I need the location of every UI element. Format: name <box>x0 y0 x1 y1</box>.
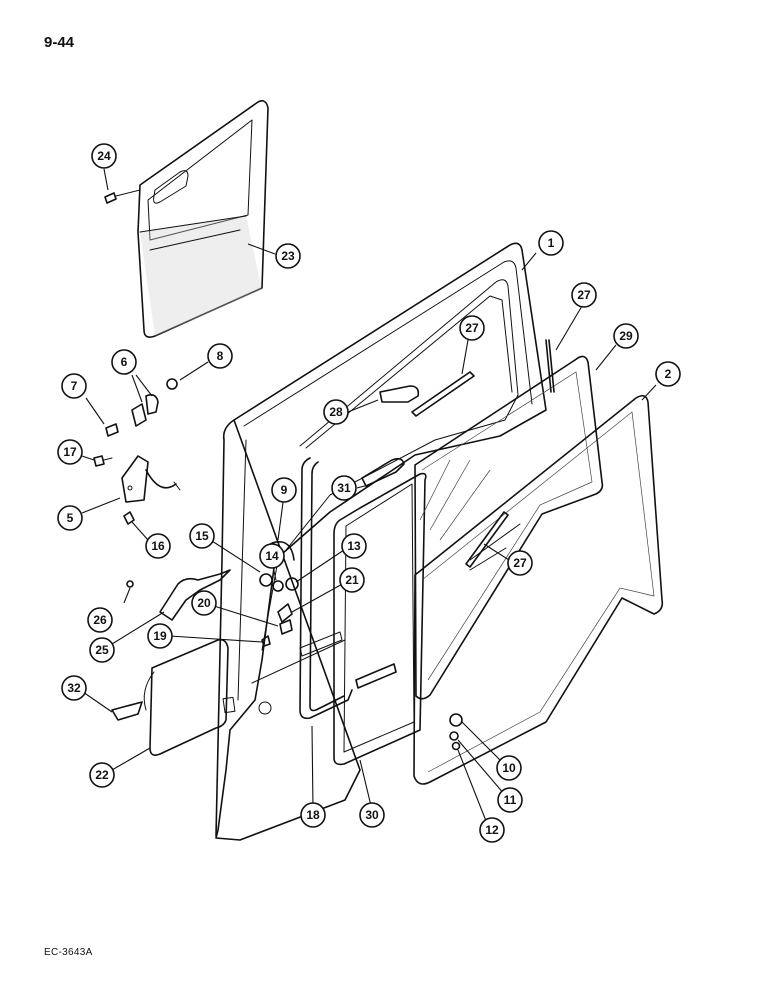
svg-text:31: 31 <box>337 481 351 495</box>
svg-text:6: 6 <box>121 355 128 369</box>
svg-text:14: 14 <box>265 549 279 563</box>
callout-14: 14 <box>259 543 285 569</box>
callout-9: 9 <box>271 477 297 503</box>
callout-28: 28 <box>323 399 349 425</box>
svg-text:7: 7 <box>71 379 78 393</box>
callout-16: 16 <box>145 533 171 559</box>
callout-24: 24 <box>91 143 117 169</box>
nut-8 <box>166 378 178 390</box>
svg-text:13: 13 <box>347 539 361 553</box>
callout-20: 20 <box>191 590 217 616</box>
page-number: 9-44 <box>44 34 75 51</box>
window-glass-29 <box>414 355 604 700</box>
callout-27-top: 27 <box>459 315 485 341</box>
svg-text:28: 28 <box>329 405 343 419</box>
callout-7: 7 <box>61 373 87 399</box>
callout-32: 32 <box>61 675 87 701</box>
bolt-16 <box>123 511 135 525</box>
pad-32 <box>111 701 143 721</box>
svg-text:27: 27 <box>465 321 479 335</box>
svg-text:20: 20 <box>197 596 211 610</box>
svg-text:27: 27 <box>513 556 527 570</box>
window-glass-2 <box>413 394 664 785</box>
callout-1: 1 <box>538 230 564 256</box>
callout-6: 6 <box>111 349 137 375</box>
callout-22: 22 <box>89 762 115 788</box>
svg-text:17: 17 <box>63 445 77 459</box>
reference-code: EC-3643A <box>44 947 93 958</box>
svg-text:8: 8 <box>217 349 224 363</box>
handle-25 <box>159 569 231 621</box>
bolt-17 <box>93 455 113 467</box>
callout-10: 10 <box>496 755 522 781</box>
callout-31: 31 <box>331 475 357 501</box>
callout-27-middle: 27 <box>507 550 533 576</box>
svg-text:1: 1 <box>548 236 555 250</box>
callout-8: 8 <box>207 343 233 369</box>
callout-21: 21 <box>339 567 365 593</box>
svg-text:15: 15 <box>195 529 209 543</box>
handle-28 <box>379 385 420 403</box>
svg-text:16: 16 <box>151 539 165 553</box>
handle-31 <box>361 457 405 487</box>
svg-text:27: 27 <box>577 288 591 302</box>
svg-text:32: 32 <box>67 681 81 695</box>
callout-15: 15 <box>189 523 215 549</box>
svg-text:10: 10 <box>502 761 516 775</box>
callout-26: 26 <box>87 607 113 633</box>
door-trim-panel <box>137 100 269 338</box>
callout-12: 12 <box>479 817 505 843</box>
hinge-5 <box>121 455 181 503</box>
fasteners-10-12 <box>449 713 463 751</box>
screw-7 <box>105 423 119 437</box>
callout-27-top-right: 27 <box>571 282 597 308</box>
screw-24 <box>104 189 141 204</box>
callout-19: 19 <box>147 623 173 649</box>
svg-text:30: 30 <box>365 808 379 822</box>
screw-26 <box>126 580 134 588</box>
seal-18 <box>299 457 353 720</box>
callout-23: 23 <box>275 243 301 269</box>
door-frame <box>215 242 547 841</box>
callout-11: 11 <box>497 787 523 813</box>
svg-text:11: 11 <box>504 793 517 807</box>
svg-text:9: 9 <box>281 483 288 497</box>
svg-text:23: 23 <box>281 249 295 263</box>
channel-strips-27 <box>411 339 555 568</box>
callout-17: 17 <box>57 439 83 465</box>
callout-5: 5 <box>57 505 83 531</box>
svg-text:21: 21 <box>345 573 359 587</box>
svg-text:24: 24 <box>97 149 111 163</box>
svg-text:2: 2 <box>665 367 672 381</box>
callout-2: 2 <box>655 361 681 387</box>
small-parts <box>259 573 299 647</box>
svg-text:12: 12 <box>485 823 499 837</box>
svg-text:5: 5 <box>67 511 74 525</box>
svg-text:26: 26 <box>93 613 107 627</box>
window-glass-30 <box>333 472 427 766</box>
svg-text:18: 18 <box>306 808 320 822</box>
latch-6 <box>131 394 159 427</box>
svg-text:29: 29 <box>619 329 633 343</box>
leader-lines <box>81 168 657 827</box>
svg-text:19: 19 <box>153 629 167 643</box>
svg-text:22: 22 <box>95 768 109 782</box>
callout-25: 25 <box>89 637 115 663</box>
callout-18: 18 <box>300 802 326 828</box>
callout-30: 30 <box>359 802 385 828</box>
svg-text:25: 25 <box>95 643 109 657</box>
armrest-22 <box>143 638 229 756</box>
callout-13: 13 <box>341 533 367 559</box>
callout-29: 29 <box>613 323 639 349</box>
